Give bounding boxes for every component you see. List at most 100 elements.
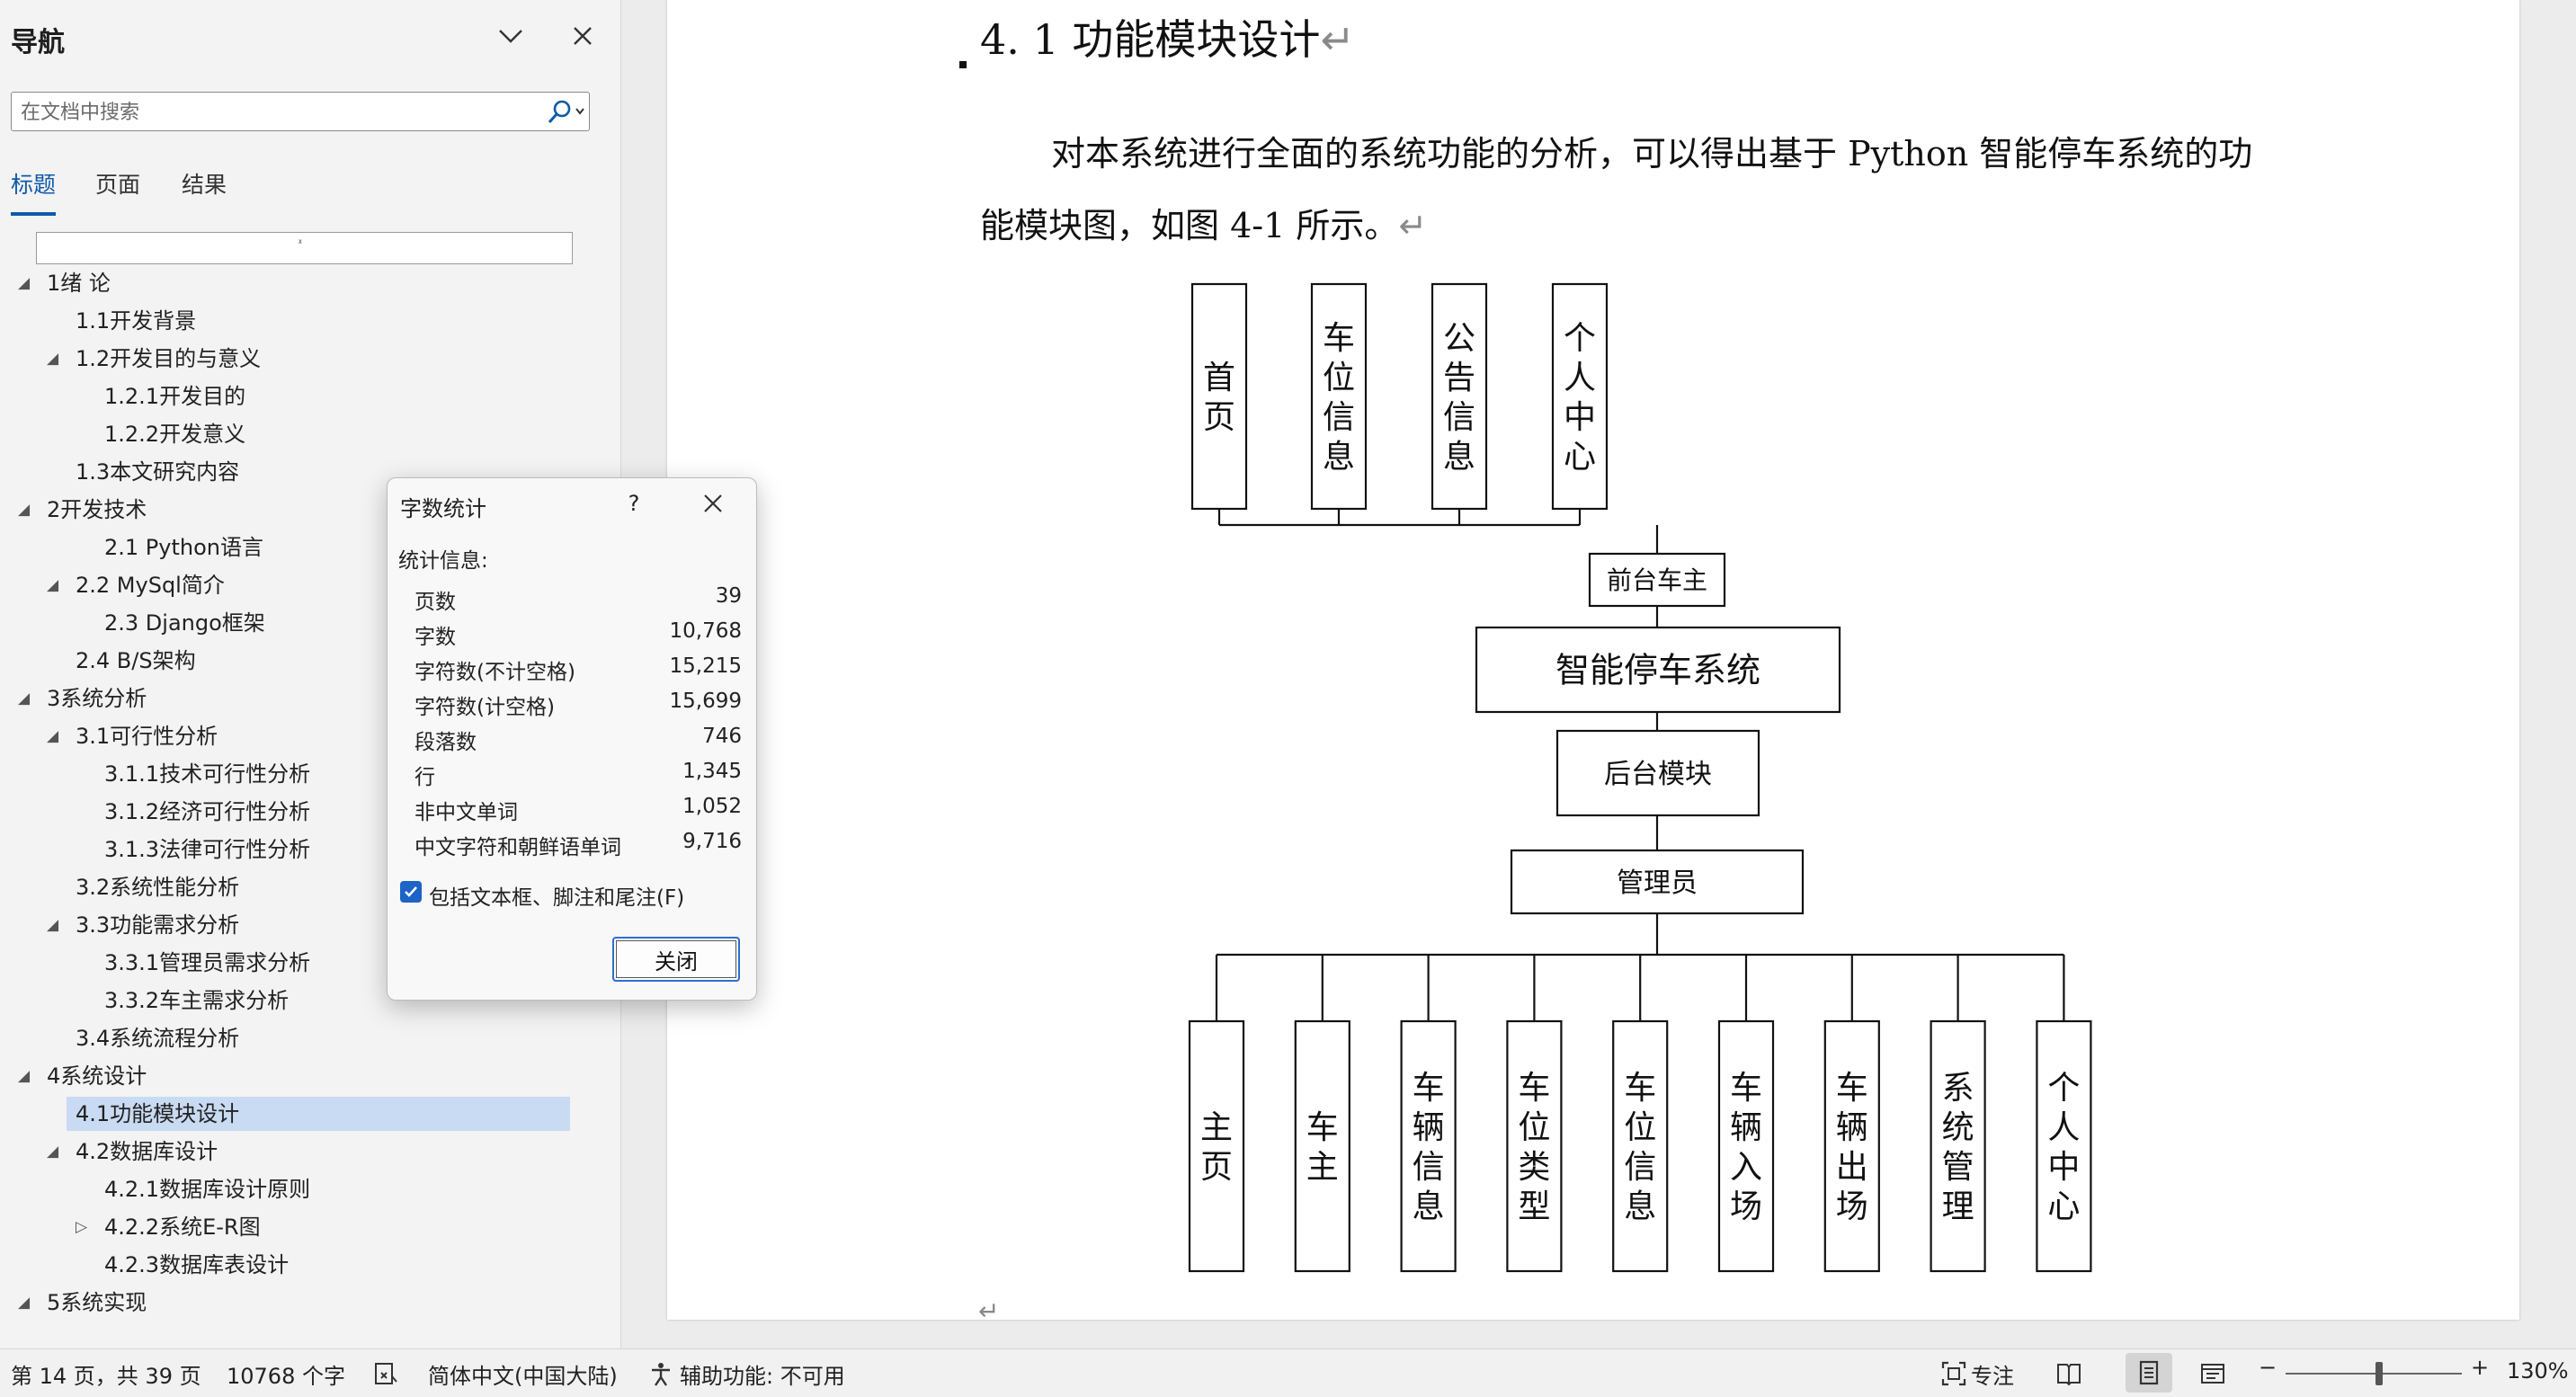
module-label: 个人中心 [2047, 1070, 2080, 1225]
heading-tree-item[interactable]: ▷4.2.2系统E-R图 [0, 1208, 620, 1246]
zoom-out-button[interactable]: − [2259, 1355, 2277, 1380]
collapse-triangle-icon[interactable]: ◢ [47, 350, 59, 368]
heading-tree-item-label: 5系统实现 [47, 1290, 147, 1315]
heading-tree-item[interactable]: 1.2.2开发意义 [0, 415, 620, 453]
module-box [1475, 626, 1841, 714]
heading-tree-item[interactable]: 3.1.2经济可行性分析 [0, 793, 620, 831]
collapse-triangle-icon[interactable]: ◢ [18, 1067, 31, 1085]
heading-tree-item-label: 3.1.1技术可行性分析 [104, 761, 311, 787]
close-icon [574, 27, 592, 45]
collapse-triangle-icon[interactable]: ◢ [18, 274, 31, 292]
tab-results[interactable]: 结果 [182, 172, 227, 198]
dialog-close-button[interactable] [693, 484, 733, 523]
collapse-triangle-icon[interactable]: ◢ [47, 576, 59, 594]
zoom-level[interactable]: 130% [2507, 1358, 2569, 1384]
paragraph-mark: ↵ [1320, 15, 1355, 64]
expand-triangle-icon[interactable]: ▷ [76, 1218, 88, 1236]
include-textboxes-checkbox[interactable] [400, 881, 422, 903]
paragraph-mark: ↵ [978, 1296, 1000, 1326]
collapse-triangle-icon[interactable]: ◢ [18, 501, 31, 519]
module-label: 管理员 [1617, 868, 1698, 899]
accessibility-icon[interactable] [647, 1360, 674, 1387]
nav-options-button[interactable] [491, 16, 530, 56]
heading-tree-item[interactable]: 2.1 Python语言 [0, 529, 620, 566]
close-icon [704, 494, 722, 512]
document-area[interactable]: 4. 1 功能模块设计↵ 对本系统进行全面的系统功能的分析，可以得出基于 Pyt… [621, 0, 2576, 1348]
heading-tree-item[interactable]: 3.3.1管理员需求分析 [0, 944, 620, 982]
collapse-triangle-icon[interactable]: ◢ [18, 690, 31, 707]
heading-tree-item[interactable]: ◢3.3功能需求分析 [0, 906, 620, 944]
proofing-icon[interactable] [372, 1360, 399, 1387]
accessibility-status[interactable]: 辅助功能: 不可用 [680, 1364, 845, 1389]
heading-tree-item[interactable]: ◢4系统设计 [0, 1057, 620, 1095]
heading-tree-item[interactable]: ◢3系统分析 [0, 680, 620, 717]
close-button[interactable]: 关闭 [612, 937, 740, 982]
heading-tree-item[interactable]: 3.2系统性能分析 [0, 868, 620, 906]
heading-tree-item[interactable]: ◢3.1可行性分析 [0, 717, 620, 755]
tab-pages[interactable]: 页面 [95, 172, 141, 198]
include-textboxes-label[interactable]: 包括文本框、脚注和尾注(F) [429, 886, 685, 910]
heading-tree-item[interactable]: 3.1.3法律可行性分析 [0, 831, 620, 868]
zoom-slider-thumb[interactable] [2375, 1362, 2383, 1385]
collapse-triangle-icon[interactable]: ◢ [18, 1294, 31, 1312]
nav-pane-title: 导航 [11, 27, 65, 58]
heading-tree-item[interactable]: 4.2.3数据库表设计 [0, 1246, 620, 1284]
heading-tree-item[interactable]: ◢2开发技术 [0, 491, 620, 529]
heading-tree-item[interactable]: 2.3 Django框架 [0, 604, 620, 642]
heading-tree-item[interactable]: 3.3.2车主需求分析 [0, 982, 620, 1019]
heading-tree-item-label: 2.1 Python语言 [104, 535, 263, 560]
print-layout-icon[interactable] [2126, 1353, 2172, 1393]
language-status[interactable]: 简体中文(中国大陆) [428, 1364, 618, 1389]
heading-tree-item[interactable]: ◢1.2开发目的与意义 [0, 340, 620, 378]
heading-tree-item[interactable]: ◢ 5系统实现 [0, 1284, 620, 1321]
module-box [1930, 1019, 1986, 1273]
document-page[interactable]: 4. 1 功能模块设计↵ 对本系统进行全面的系统功能的分析，可以得出基于 Pyt… [667, 0, 2519, 1326]
body-paragraph-line-2: 能模块图，如图 4-1 所示。↵ [980, 206, 1428, 245]
stat-value: 15,215 [669, 654, 742, 678]
search-icon[interactable] [544, 98, 587, 127]
help-button[interactable]: ? [628, 491, 640, 516]
page-info[interactable]: 第 14 页，共 39 页 [11, 1364, 201, 1389]
heading-frame[interactable]: ᵡ [36, 232, 573, 264]
search-input[interactable] [19, 93, 544, 132]
focus-mode-button[interactable]: 专注 [1971, 1364, 2014, 1389]
heading-tree-item[interactable]: 1.1开发背景 [0, 302, 620, 340]
heading-tree-item-label: 1.3本文研究内容 [76, 459, 240, 485]
module-box [1431, 282, 1488, 511]
tab-headings[interactable]: 标题 [11, 167, 57, 216]
heading-tree-item-label: 4.2.1数据库设计原则 [104, 1177, 311, 1202]
read-mode-icon[interactable] [2055, 1360, 2082, 1387]
module-label: 主页 [1200, 1109, 1233, 1186]
heading-tree-item[interactable]: ◢1绪 论 [0, 264, 620, 302]
nav-close-button[interactable] [563, 16, 602, 56]
collapse-triangle-icon[interactable]: ◢ [47, 727, 59, 745]
heading-tree-item[interactable]: 2.4 B/S架构 [0, 642, 620, 680]
module-label: 车位信息 [1323, 320, 1355, 476]
heading-tree-item-label: 2.3 Django框架 [104, 610, 265, 636]
heading-tree-item[interactable]: 1.2.1开发目的 [0, 378, 620, 415]
status-bar: 第 14 页，共 39 页 10768 个字 简体中文(中国大陆) 辅助功能: … [0, 1348, 2576, 1397]
heading-bullet-mark [959, 61, 967, 68]
module-label: 个人中心 [1564, 320, 1596, 476]
module-box [1310, 282, 1368, 511]
heading-tree-item[interactable]: ◢4.2数据库设计 [0, 1133, 620, 1170]
heading-tree-item[interactable]: 1.3本文研究内容 [0, 453, 620, 491]
heading-tree-item[interactable]: 3.4系统流程分析 [0, 1019, 620, 1057]
stat-label: 字符数(计空格) [414, 696, 555, 719]
word-count-status[interactable]: 10768 个字 [227, 1364, 345, 1389]
heading-tree-item[interactable]: 4.1功能模块设计 [0, 1095, 620, 1133]
web-layout-icon[interactable] [2199, 1360, 2226, 1387]
focus-icon[interactable] [1940, 1360, 1967, 1387]
heading-tree-item[interactable]: 3.1.1技术可行性分析 [0, 755, 620, 793]
zoom-in-button[interactable]: + [2471, 1355, 2490, 1380]
heading-tree-item[interactable]: ◢2.2 MySql简介 [0, 566, 620, 604]
heading-tree-item[interactable]: 4.2.1数据库设计原则 [0, 1170, 620, 1208]
zoom-slider-track[interactable] [2286, 1373, 2462, 1375]
collapse-triangle-icon[interactable]: ◢ [47, 916, 59, 934]
module-label: 车主 [1306, 1109, 1339, 1186]
collapse-triangle-icon[interactable]: ◢ [47, 1143, 59, 1161]
